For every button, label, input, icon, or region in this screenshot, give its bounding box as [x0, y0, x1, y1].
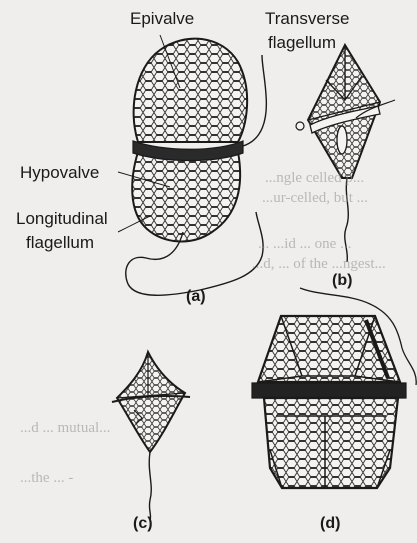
hypovalve-label: Hypovalve	[20, 164, 99, 181]
girdle-groove	[133, 141, 243, 161]
caption-a: (a)	[186, 289, 206, 305]
hypovalve-shape	[132, 152, 240, 241]
organism-d	[252, 288, 416, 488]
caption-c: (c)	[133, 516, 153, 532]
epivalve-shape	[134, 39, 248, 142]
transverse-label-2: flagellum	[268, 34, 336, 51]
bleed-text-6: ...the ... -	[20, 470, 73, 487]
longitudinal-label-2: flagellum	[26, 234, 94, 251]
longitudinal-label: Longitudinal	[16, 210, 108, 227]
epivalve-label: Epivalve	[130, 10, 194, 27]
transverse-label: Transverse	[265, 10, 349, 27]
bleed-text-4: ...d, ... of the ...ngest...	[252, 256, 386, 273]
caption-b: (b)	[332, 273, 352, 289]
bleed-text-3: ... ...id ... one ...	[258, 236, 351, 253]
organism-b	[296, 45, 395, 262]
cell-c-shape	[117, 352, 185, 452]
bleed-text-1: ...ngle celled p...	[265, 170, 364, 187]
girdle-d	[252, 383, 406, 398]
bleed-text-5: ...d ... mutual...	[20, 420, 110, 437]
caption-d: (d)	[320, 516, 340, 532]
bleed-text-2: ...ur-celled, but ...	[262, 190, 368, 207]
organism-c	[112, 352, 190, 520]
cell-c-flagellum	[149, 452, 151, 520]
hypotheca-d	[264, 398, 398, 488]
organism-a	[118, 35, 266, 295]
